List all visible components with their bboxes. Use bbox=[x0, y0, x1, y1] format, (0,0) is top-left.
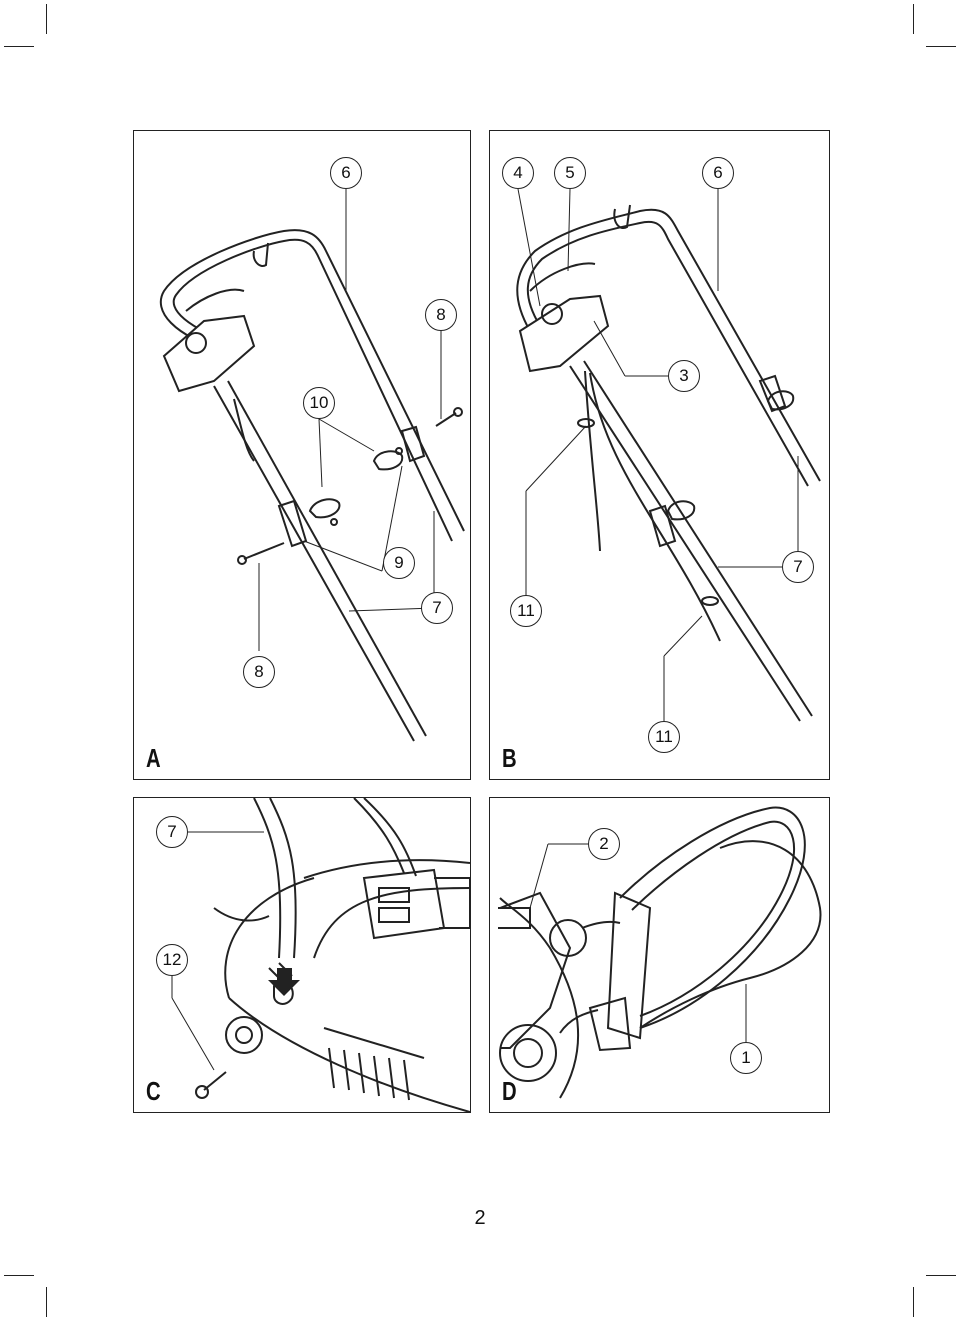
page-number: 2 bbox=[474, 1207, 486, 1229]
callout-5: 5 bbox=[554, 157, 586, 189]
callout-8: 8 bbox=[425, 299, 457, 331]
callout-2: 2 bbox=[588, 828, 620, 860]
panel-letter: D bbox=[502, 1076, 517, 1106]
panel-letter: C bbox=[146, 1076, 161, 1106]
callout-8-lower: 8 bbox=[243, 656, 275, 688]
callout-12: 12 bbox=[156, 944, 188, 976]
figure-panel-d: 2 1 D bbox=[489, 797, 830, 1113]
callout-11: 11 bbox=[510, 595, 542, 627]
handle-fixing-illustration bbox=[171, 798, 470, 1112]
callout-6: 6 bbox=[702, 157, 734, 189]
crop-mark bbox=[46, 4, 47, 34]
figure-panel-c: 7 12 C bbox=[133, 797, 471, 1113]
callout-3: 3 bbox=[668, 360, 700, 392]
crop-mark bbox=[913, 4, 914, 34]
cable-routing-illustration bbox=[516, 188, 821, 722]
panel-letter: A bbox=[146, 743, 161, 773]
handle-assembly-illustration bbox=[159, 189, 465, 742]
figure-panel-b: 4 5 6 3 7 11 11 B bbox=[489, 130, 830, 780]
figure-panel-a: 6 8 10 9 7 8 A bbox=[133, 130, 471, 780]
callout-7: 7 bbox=[421, 592, 453, 624]
crop-mark bbox=[4, 1275, 34, 1276]
grass-bag-illustration bbox=[498, 806, 822, 1099]
crop-mark bbox=[4, 46, 34, 47]
callout-1: 1 bbox=[730, 1042, 762, 1074]
callout-7: 7 bbox=[156, 816, 188, 848]
callout-6: 6 bbox=[330, 157, 362, 189]
panel-letter: B bbox=[502, 743, 517, 773]
crop-mark bbox=[926, 1275, 956, 1276]
crop-mark bbox=[46, 1287, 47, 1317]
crop-mark bbox=[926, 46, 956, 47]
crop-mark bbox=[913, 1287, 914, 1317]
callout-4: 4 bbox=[502, 157, 534, 189]
callout-9: 9 bbox=[383, 547, 415, 579]
callout-11-lower: 11 bbox=[648, 721, 680, 753]
callout-7: 7 bbox=[782, 551, 814, 583]
callout-10: 10 bbox=[303, 387, 335, 419]
